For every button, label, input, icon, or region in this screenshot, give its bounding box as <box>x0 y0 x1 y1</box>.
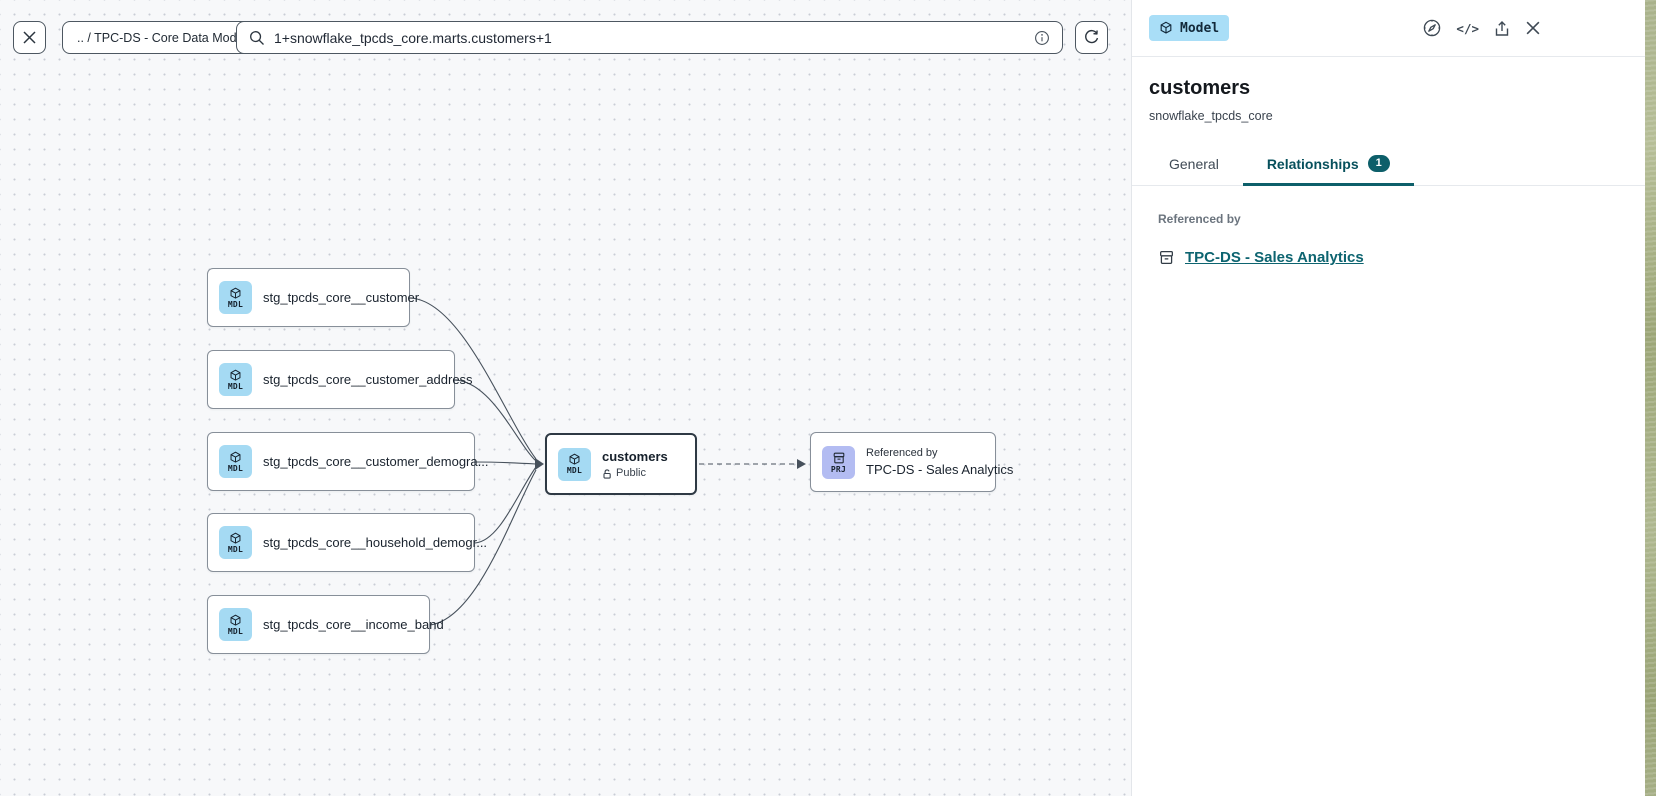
cube-icon <box>229 287 242 300</box>
chip-type-label: PRJ <box>830 464 847 474</box>
project-name: snowflake_tpcds_core <box>1149 109 1273 123</box>
chip-type-label: MDL <box>227 544 244 554</box>
lock-open-icon <box>602 468 612 479</box>
archive-icon <box>832 451 846 465</box>
details-panel: Model </> customers snowflake_tpcds_core… <box>1131 0 1645 796</box>
model-type-chip: MDL <box>219 445 252 478</box>
node-referenced-project[interactable]: PRJ Referenced by TPC-DS - Sales Analyti… <box>810 432 1013 492</box>
node-label: stg_tpcds_core__customer_demogra... <box>263 454 489 469</box>
breadcrumb[interactable]: .. / TPC-DS - Core Data Models <box>62 21 268 54</box>
code-icon[interactable]: </> <box>1456 20 1479 36</box>
refresh-lineage-button[interactable] <box>1075 21 1108 54</box>
node-kicker: Referenced by <box>866 447 938 459</box>
node-label: stg_tpcds_core__household_demogr... <box>263 535 488 550</box>
resource-type-label: Model <box>1180 20 1220 36</box>
info-icon[interactable] <box>1034 30 1050 46</box>
chip-type-label: MDL <box>566 466 583 475</box>
share-icon[interactable] <box>1493 19 1511 38</box>
explore-lineage-icon[interactable] <box>1422 18 1442 38</box>
page-title: customers <box>1149 77 1251 99</box>
access-label: Public <box>616 467 646 479</box>
node-label: stg_tpcds_core__customer <box>263 290 420 305</box>
archive-icon <box>1158 249 1175 266</box>
refresh-icon <box>1083 29 1100 46</box>
tab-general[interactable]: General <box>1145 146 1243 186</box>
chip-type-label: MDL <box>227 299 244 309</box>
node-label: stg_tpcds_core__income_band <box>263 617 444 632</box>
model-type-chip: MDL <box>219 363 252 396</box>
node-stg-household-demographics[interactable]: MDL stg_tpcds_core__household_demogr... <box>207 513 487 572</box>
tab-relationships[interactable]: Relationships 1 <box>1242 146 1414 186</box>
model-type-chip: MDL <box>219 608 252 641</box>
tab-relationships-label: Relationships <box>1266 155 1359 172</box>
resource-type-badge: Model <box>1149 15 1230 41</box>
node-title: customers <box>602 449 668 464</box>
referenced-project-link[interactable]: TPC-DS - Sales Analytics <box>1185 249 1364 266</box>
lineage-edges <box>409 297 806 626</box>
project-type-chip: PRJ <box>822 445 855 479</box>
node-stg-customer-demographics[interactable]: MDL stg_tpcds_core__customer_demogra... <box>207 432 488 491</box>
model-type-chip: MDL <box>219 526 252 559</box>
model-type-chip: MDL <box>219 281 252 314</box>
search-icon <box>249 30 265 46</box>
breadcrumb-label: .. / TPC-DS - Core Data Models <box>77 30 253 45</box>
desktop-wallpaper-sliver <box>1645 0 1656 796</box>
tab-general-label: General <box>1169 155 1219 172</box>
relationships-count-badge: 1 <box>1367 155 1390 172</box>
node-label: stg_tpcds_core__customer_address <box>263 372 473 387</box>
close-icon <box>22 30 37 45</box>
close-lineage-button[interactable] <box>13 21 46 54</box>
node-stg-customer[interactable]: MDL stg_tpcds_core__customer <box>207 268 419 327</box>
cube-icon <box>229 451 242 464</box>
details-panel-header: Model </> <box>1132 0 1645 57</box>
close-panel-icon[interactable] <box>1525 20 1541 36</box>
cube-icon <box>229 369 242 382</box>
chip-type-label: MDL <box>227 381 244 391</box>
node-customers-selected[interactable]: MDL customers Public <box>545 433 697 495</box>
node-stg-customer-address[interactable]: MDL stg_tpcds_core__customer_address <box>207 350 473 409</box>
search-input[interactable] <box>274 29 1025 46</box>
chip-type-label: MDL <box>227 626 244 636</box>
cube-icon <box>229 614 242 627</box>
details-tabs: General Relationships 1 <box>1132 146 1645 186</box>
lineage-search <box>236 21 1063 54</box>
referenced-by-label: Referenced by <box>1158 212 1241 226</box>
node-stg-income-band[interactable]: MDL stg_tpcds_core__income_band <box>207 595 444 654</box>
model-type-chip: MDL <box>558 447 591 481</box>
cube-icon <box>568 453 581 466</box>
cube-icon <box>1159 21 1173 35</box>
node-label: TPC-DS - Sales Analytics <box>866 462 1014 477</box>
cube-icon <box>229 532 242 545</box>
chip-type-label: MDL <box>227 463 244 473</box>
